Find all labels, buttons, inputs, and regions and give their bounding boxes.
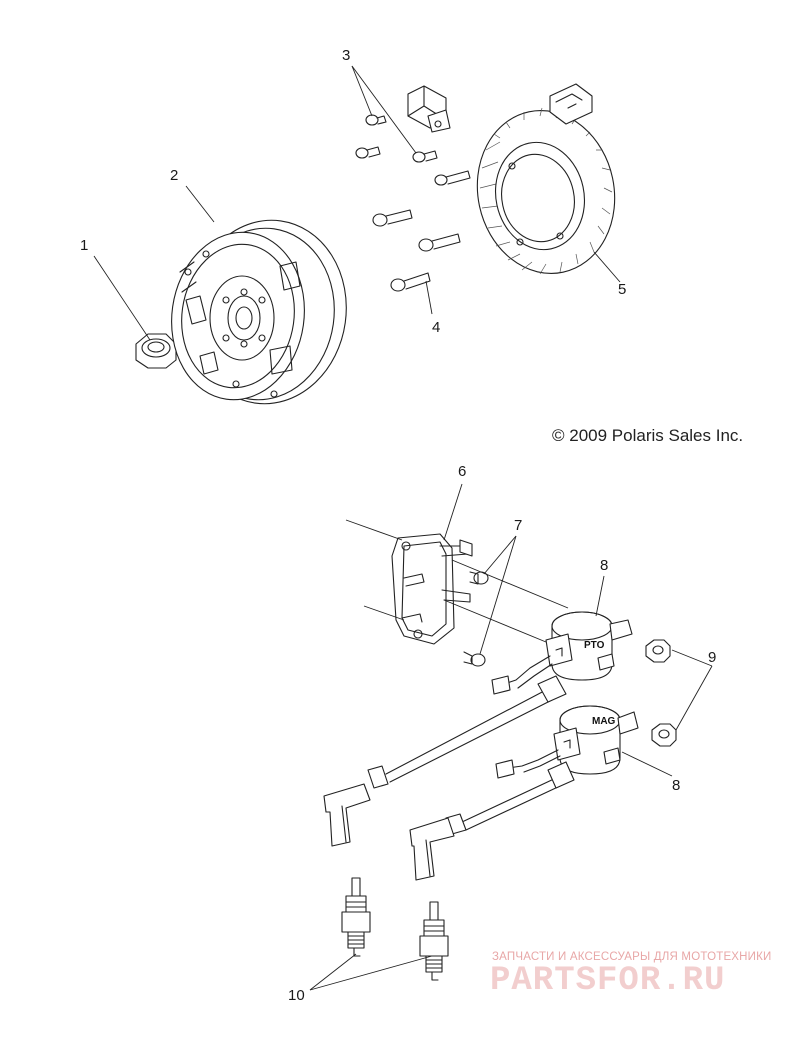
callout-10: 10: [288, 987, 305, 1004]
stator: [476, 83, 616, 275]
coil-bracket: [391, 533, 473, 645]
callouts: 1 2 3 4 5 6 7 8 9 8 10 PTO MAG: [80, 47, 716, 1004]
ignition-coil-mag: [553, 705, 639, 775]
coil-label-mag: MAG: [592, 716, 616, 727]
flywheel-nut: [135, 333, 177, 369]
crank-position-sensor: [407, 85, 451, 133]
stator-bolts: [372, 170, 471, 292]
leader-lines: [93, 65, 713, 991]
sensor-screws: [355, 114, 438, 163]
callout-7: 7: [514, 517, 522, 534]
coil-label-pto: PTO: [584, 640, 605, 651]
flywheel: [171, 219, 347, 405]
bracket-bolts: [463, 571, 489, 667]
watermark-brand: PARTSFOR.RU: [490, 962, 726, 1000]
callout-3: 3: [342, 47, 350, 64]
callout-1: 1: [80, 237, 88, 254]
callout-8-pto: 8: [600, 557, 608, 574]
spark-plug-leads: [323, 675, 575, 881]
ignition-coil-pto: [545, 611, 633, 681]
copyright-notice: © 2009 Polaris Sales Inc.: [552, 426, 744, 445]
spark-plugs: [341, 877, 449, 981]
callout-4: 4: [432, 319, 440, 336]
callout-9: 9: [708, 649, 716, 666]
coil-wire-connectors: [491, 655, 561, 779]
callout-8-mag: 8: [672, 777, 680, 794]
callout-2: 2: [170, 167, 178, 184]
callout-5: 5: [618, 281, 626, 298]
coil-nuts: [645, 639, 677, 747]
callout-6: 6: [458, 463, 466, 480]
watermark-tagline: ЗАПЧАСТИ И АКСЕССУАРЫ ДЛЯ МОТОТЕХНИКИ: [492, 951, 772, 963]
